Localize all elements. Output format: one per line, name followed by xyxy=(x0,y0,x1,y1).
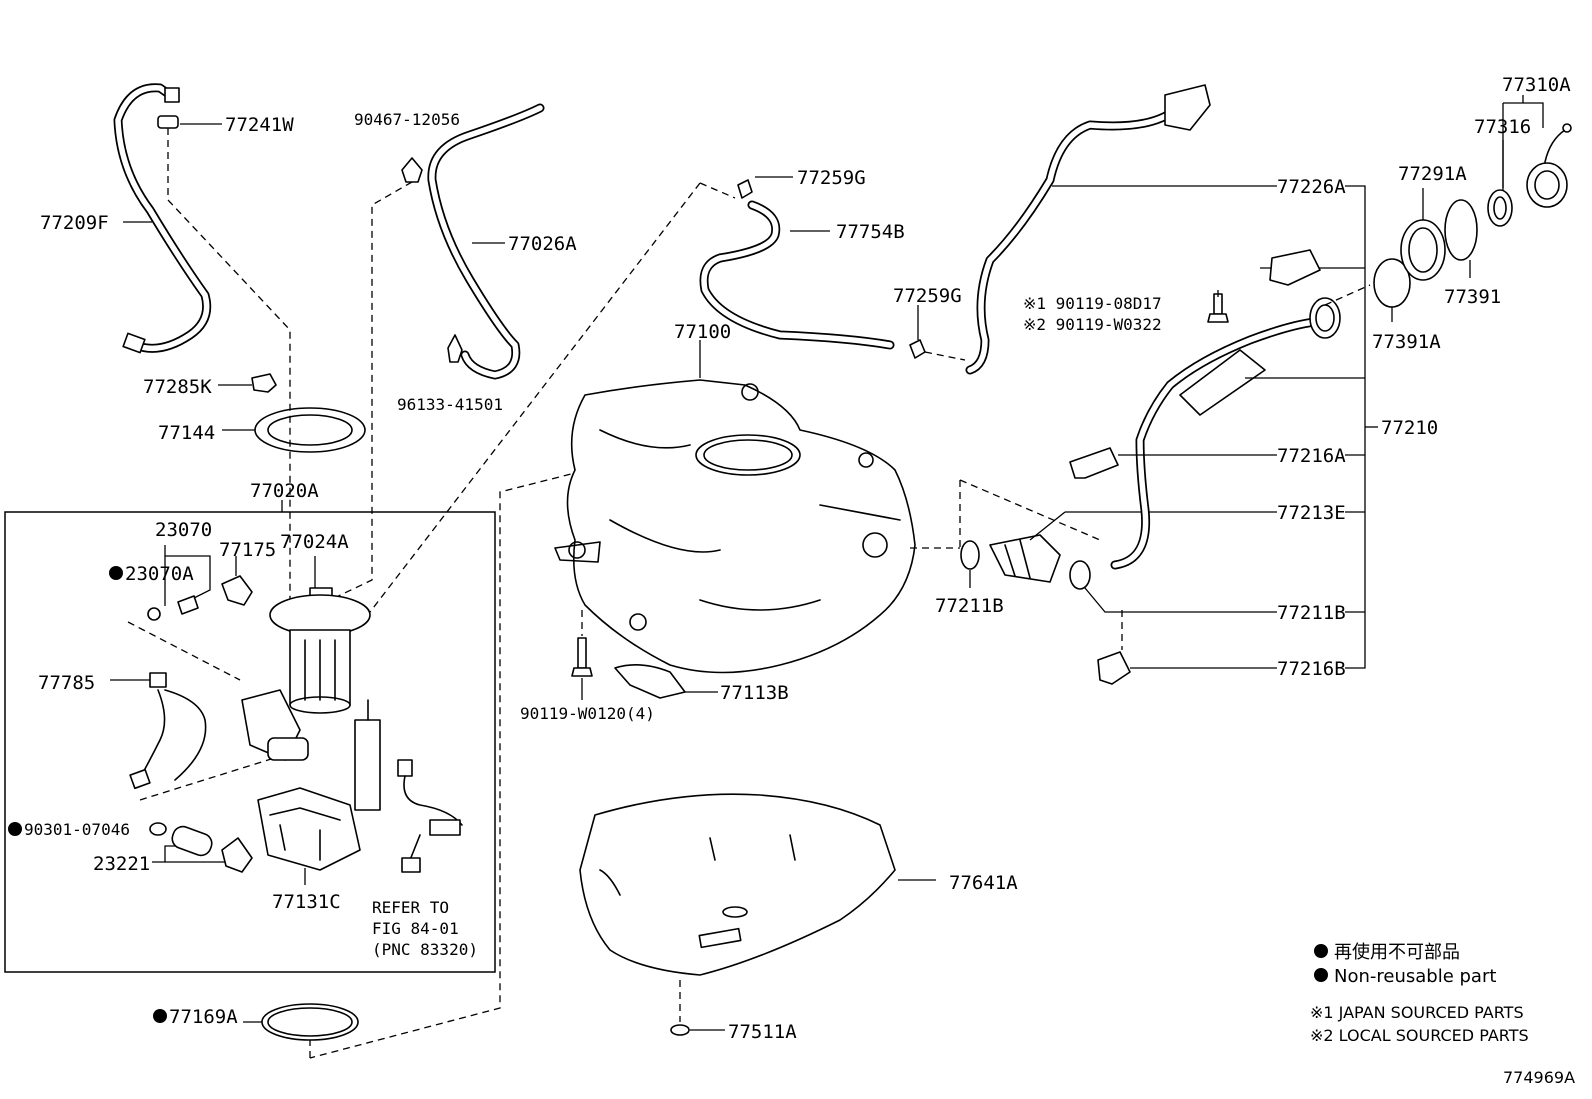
fuel-cap-77310A xyxy=(1526,123,1572,208)
label-77316: 77316 xyxy=(1474,116,1531,138)
filler-pipe-77210 xyxy=(1110,297,1341,570)
label-90301-07046: 90301-07046 xyxy=(24,820,130,839)
label-23221: 23221 xyxy=(93,853,150,875)
label-90119-W0120: 90119-W0120(4) xyxy=(520,704,655,723)
tube-77026A xyxy=(427,103,545,380)
label-77144: 77144 xyxy=(158,422,215,444)
gasket-77391 xyxy=(1444,199,1478,261)
clip-77259G-top xyxy=(737,179,753,199)
sender-gauge xyxy=(354,699,463,873)
non-reusable-dot-77169A xyxy=(153,1009,167,1023)
legend-note-1: ※1 JAPAN SOURCED PARTS xyxy=(1310,1003,1524,1022)
retainer-ring-77144 xyxy=(254,407,366,453)
label-77211B-left: 77211B xyxy=(935,595,1004,617)
refer-line-1: REFER TO xyxy=(372,898,449,917)
refer-line-3: (PNC 83320) xyxy=(372,940,478,959)
label-90119-W0322: ※2 90119-W0322 xyxy=(1023,315,1162,334)
o-ring-90301-07046 xyxy=(149,822,167,836)
harness-77785 xyxy=(129,672,207,790)
label-77210: 77210 xyxy=(1381,417,1438,439)
pump-23221 xyxy=(171,825,253,873)
legend-dot-en xyxy=(1314,968,1328,982)
hose-77213E xyxy=(989,534,1061,583)
label-23070: 23070 xyxy=(155,519,212,541)
non-reusable-dot-23070A xyxy=(109,566,123,580)
protector-77641A xyxy=(579,793,896,976)
label-77785: 77785 xyxy=(38,672,95,694)
label-77216A: 77216A xyxy=(1277,445,1346,467)
label-77391: 77391 xyxy=(1444,286,1501,308)
label-77291A: 77291A xyxy=(1398,163,1467,185)
ring-77316 xyxy=(1487,189,1513,227)
label-77169A: 77169A xyxy=(169,1006,238,1028)
gasket-77169A xyxy=(261,1003,359,1041)
label-77259G-mid: 77259G xyxy=(893,285,962,307)
bracket-77216A xyxy=(1069,447,1119,479)
label-77285K: 77285K xyxy=(143,376,212,398)
clip-90467-12056 xyxy=(401,157,423,183)
label-77213E: 77213E xyxy=(1277,502,1346,524)
bolt-90119-W0120 xyxy=(571,637,593,677)
label-90119-08D17: ※1 90119-08D17 xyxy=(1023,294,1162,313)
bolt-90119-08D17 xyxy=(1207,293,1229,323)
clamp-77211B-right xyxy=(1069,560,1091,590)
label-77211B-right: 77211B xyxy=(1277,602,1346,624)
label-77175: 77175 xyxy=(219,539,276,561)
cap-ring-77291A xyxy=(1400,219,1446,281)
label-77754B: 77754B xyxy=(836,221,905,243)
gasket-23070A xyxy=(147,607,161,621)
label-77024A: 77024A xyxy=(280,531,349,553)
clip-77241W xyxy=(157,115,179,129)
clip-96133-41501 xyxy=(447,334,463,363)
legend-dot-jp xyxy=(1314,944,1328,958)
label-77100: 77100 xyxy=(674,321,731,343)
label-77259G-top: 77259G xyxy=(797,167,866,189)
diagram-id: 774969A xyxy=(1503,1068,1575,1087)
clip-77259G-mid xyxy=(909,339,926,359)
clip-77226A-part xyxy=(1269,249,1321,286)
label-77113B: 77113B xyxy=(720,682,789,704)
bracket-77216B xyxy=(1097,651,1131,685)
label-77020A: 77020A xyxy=(250,480,319,502)
label-77511A: 77511A xyxy=(728,1021,797,1043)
clamp-77211B-left xyxy=(960,540,980,570)
label-77391A: 77391A xyxy=(1372,331,1441,353)
legend-jp: 再使用不可部品 xyxy=(1334,942,1460,963)
bracket-77285K xyxy=(251,373,277,393)
non-reusable-dot-90301 xyxy=(8,822,22,836)
fuel-pump-77024A xyxy=(269,587,371,714)
breather-hose-77226A xyxy=(965,84,1211,375)
label-77641A: 77641A xyxy=(949,872,1018,894)
clip-77175 xyxy=(221,575,253,606)
hose-77209F xyxy=(113,83,212,354)
label-77310A: 77310A xyxy=(1502,74,1571,96)
bracket-77113B xyxy=(614,664,686,699)
valve-23070 xyxy=(177,595,199,615)
label-77216B: 77216B xyxy=(1277,658,1346,680)
label-77209F: 77209F xyxy=(40,212,109,234)
label-77131C: 77131C xyxy=(272,891,341,913)
label-90467-12056: 90467-12056 xyxy=(354,110,460,129)
label-77026A: 77026A xyxy=(508,233,577,255)
clip-77511A xyxy=(670,1024,690,1036)
label-77241W: 77241W xyxy=(225,114,294,136)
label-23070A: 23070A xyxy=(125,563,194,585)
fuel-tank-77100 xyxy=(554,379,916,674)
legend-en: Non-reusable part xyxy=(1334,966,1496,987)
label-96133-41501: 96133-41501 xyxy=(397,395,503,414)
pump-motor xyxy=(241,689,309,761)
hose-77754B xyxy=(699,200,895,350)
fuel-pump-assembly-box xyxy=(4,511,496,973)
legend-note-2: ※2 LOCAL SOURCED PARTS xyxy=(1310,1026,1529,1045)
label-77226A: 77226A xyxy=(1277,176,1346,198)
refer-line-2: FIG 84-01 xyxy=(372,919,459,938)
cup-77131C xyxy=(257,787,361,871)
